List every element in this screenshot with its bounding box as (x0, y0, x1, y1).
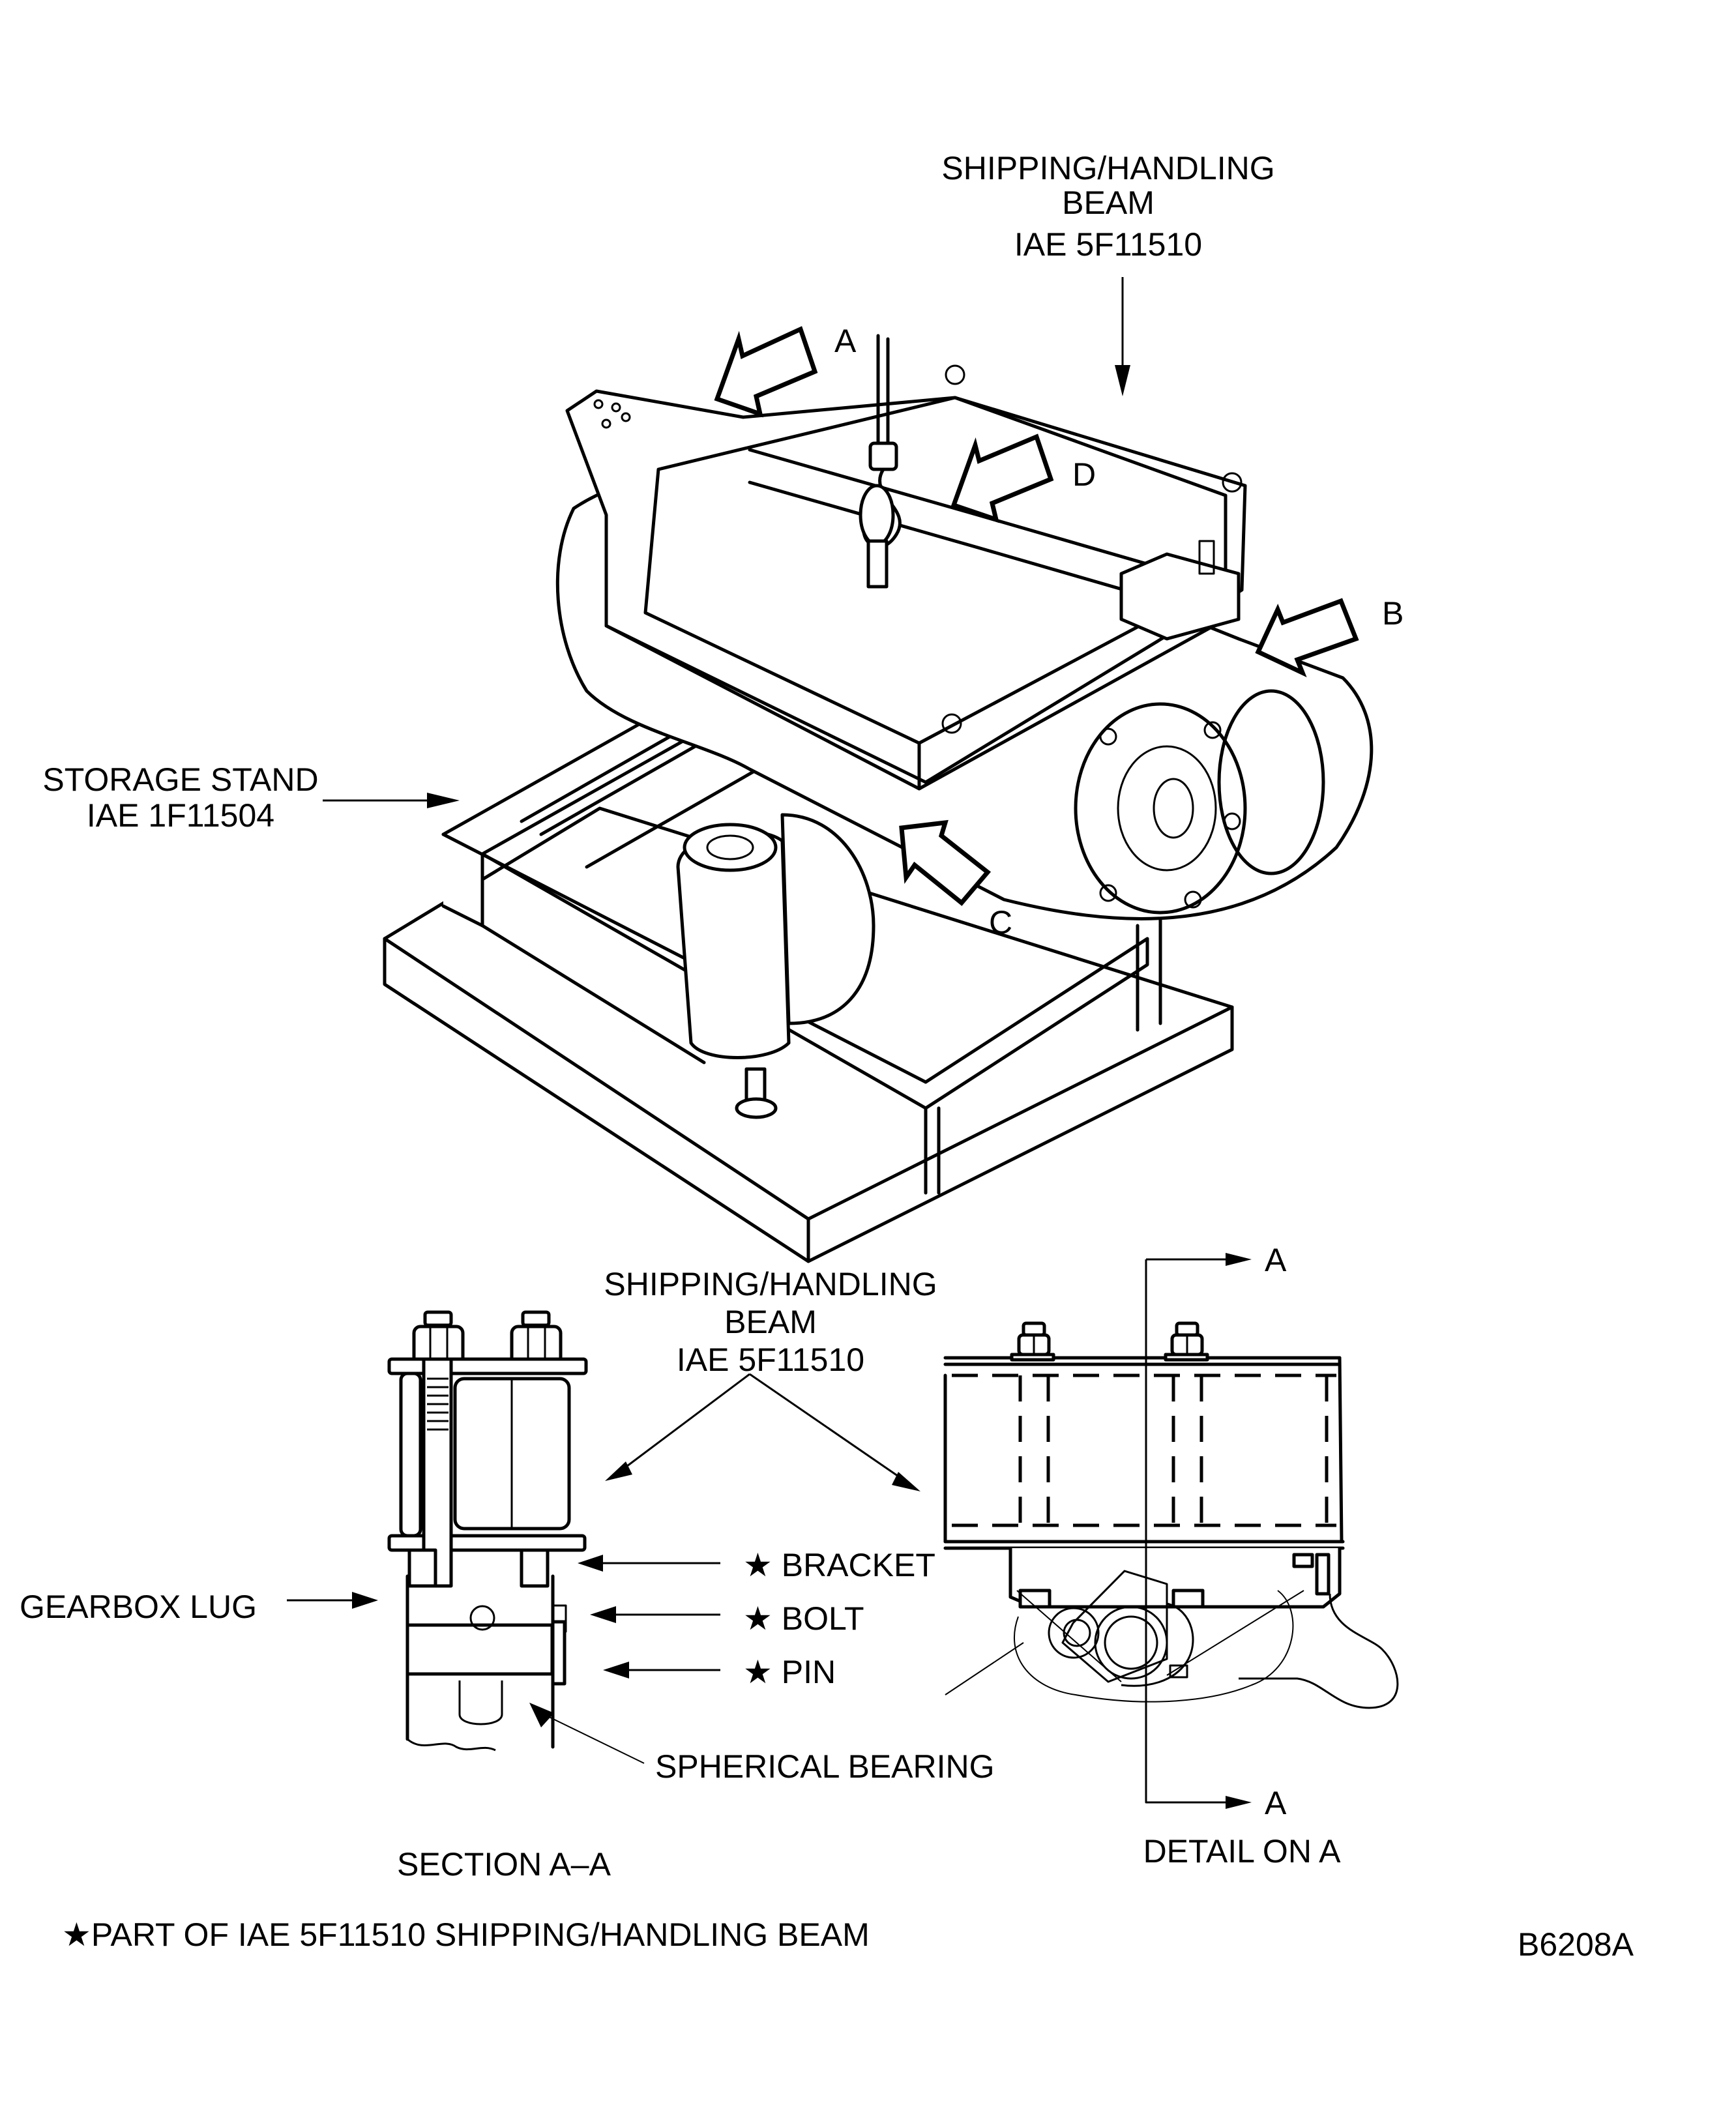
beam-leader-arrow (1115, 277, 1130, 396)
view-letter-c: C (989, 904, 1012, 941)
gearbox-lug-arrow (287, 1592, 378, 1609)
bolt-label: ★ BOLT (743, 1600, 864, 1637)
section-beam-label-line2: BEAM (724, 1304, 817, 1340)
beam-label-line1: SHIPPING/HANDLING (941, 150, 1274, 186)
view-arrow-b: B (1255, 595, 1404, 677)
view-arrow-c: C (899, 819, 1012, 941)
spherical-bearing-leader (529, 1703, 645, 1764)
section-beam-label-line3: IAE 5F11510 (677, 1342, 864, 1378)
view-arrow-d: D (950, 433, 1096, 523)
bolt-shank (422, 1357, 453, 1588)
isometric-view: SHIPPING/HANDLING BEAM IAE 5F11510 STORA… (42, 150, 1404, 1263)
detail-nut-left (1010, 1321, 1055, 1362)
figure-code: B6208A (1518, 1926, 1634, 1963)
section-cut-line (1145, 1253, 1252, 1809)
section-a-a-view: GEARBOX LUG ★ BRACKET ★ BOLT ★ PIN SPHER… (20, 1310, 995, 1883)
hoist-hook (859, 334, 902, 589)
detail-on-a-view: A A DETAIL ON A (943, 1242, 1399, 1870)
stand-label-line2: IAE 1F11504 (87, 797, 274, 834)
section-marker-bottom: A (1265, 1785, 1287, 1821)
pin-arrow (603, 1662, 720, 1679)
stand-leader-arrow (323, 793, 460, 808)
bracket-label: ★ BRACKET (743, 1547, 935, 1583)
lock-pin-lanyard (1121, 1553, 1399, 1709)
storage-stand (383, 715, 1234, 1263)
view-arrow-a: A (714, 323, 857, 418)
bracket-arrow (578, 1555, 720, 1572)
detail-title: DETAIL ON A (1143, 1833, 1342, 1870)
view-letter-b: B (1382, 595, 1404, 632)
view-letter-d: D (1072, 456, 1096, 493)
section-beam-label-line1: SHIPPING/HANDLING (604, 1266, 937, 1302)
stand-label-line1: STORAGE STAND (42, 761, 318, 798)
beam-label-line3: IAE 5F11510 (1014, 226, 1202, 263)
footnote: ★PART OF IAE 5F11510 SHIPPING/HANDLING B… (62, 1916, 870, 1953)
detail-nut-right (1164, 1321, 1209, 1362)
spherical-bearing-label: SPHERICAL BEARING (655, 1748, 995, 1785)
section-title: SECTION A–A (397, 1846, 611, 1883)
gearbox-lug-label: GEARBOX LUG (20, 1589, 257, 1625)
section-marker-top: A (1265, 1242, 1287, 1278)
pin-label: ★ PIN (743, 1654, 836, 1690)
bolt-arrow (590, 1606, 720, 1623)
section-beam-label: SHIPPING/HANDLING BEAM IAE 5F11510 (604, 1266, 937, 1491)
view-letter-a: A (834, 323, 857, 359)
beam-label-line2: BEAM (1062, 184, 1155, 221)
